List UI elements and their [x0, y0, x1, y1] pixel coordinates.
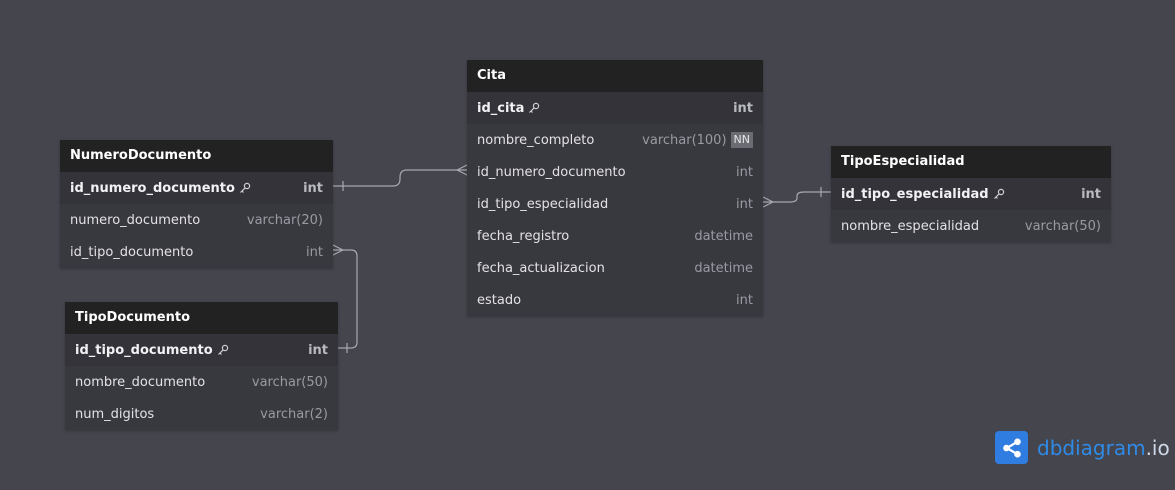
- many-marker: [332, 249, 344, 256]
- field-row[interactable]: id_tipo_documento int: [60, 236, 333, 268]
- field-type: varchar(50): [1024, 218, 1101, 234]
- table-header[interactable]: Cita: [467, 60, 763, 92]
- field-name-wrap: id_tipo_especialidad: [841, 187, 1005, 202]
- field-name: nombre_especialidad: [841, 218, 980, 234]
- many-marker: [332, 244, 344, 251]
- field-row[interactable]: nombre_especialidad varchar(50): [831, 210, 1111, 242]
- brand-name-suffix: .io: [1145, 435, 1170, 460]
- field-row[interactable]: id_tipo_especialidad int: [831, 178, 1111, 210]
- field-name: id_tipo_especialidad: [477, 196, 609, 212]
- field-row[interactable]: id_numero_documento int: [467, 156, 763, 188]
- many-marker: [456, 164, 468, 171]
- field-type: int: [1081, 186, 1101, 202]
- brand-watermark[interactable]: dbdiagram.io: [995, 431, 1170, 464]
- field-name: nombre_completo: [477, 132, 595, 148]
- field-name: fecha_registro: [477, 228, 570, 244]
- share-nodes-icon: [995, 431, 1028, 464]
- field-name: estado: [477, 292, 522, 308]
- field-row[interactable]: num_digitos varchar(2): [65, 398, 338, 430]
- table-numero-documento[interactable]: NumeroDocumento id_numero_documento int …: [60, 140, 333, 268]
- field-type-wrap: varchar(100) NN: [642, 132, 753, 148]
- field-name-wrap: id_cita: [477, 101, 540, 116]
- table-tipo-especialidad[interactable]: TipoEspecialidad id_tipo_especialidad in…: [831, 146, 1111, 242]
- field-name: id_tipo_documento: [70, 244, 194, 260]
- field-name: id_numero_documento: [477, 164, 626, 180]
- table-header[interactable]: TipoDocumento: [65, 302, 338, 334]
- table-cita[interactable]: Cita id_cita int nombre_completo varchar…: [467, 60, 763, 316]
- field-row[interactable]: id_tipo_documento int: [65, 334, 338, 366]
- field-type: int: [733, 100, 753, 116]
- not-null-badge: NN: [730, 132, 753, 148]
- brand-name-main: dbdiagram: [1037, 435, 1146, 460]
- brand-name: dbdiagram.io: [1037, 436, 1170, 460]
- table-tipo-documento[interactable]: TipoDocumento id_tipo_documento int nomb…: [65, 302, 338, 430]
- field-name: id_tipo_documento: [75, 342, 213, 358]
- connector-cita-tipo-especialidad[interactable]: [763, 191, 831, 203]
- field-type: int: [306, 244, 323, 260]
- field-name: id_numero_documento: [70, 180, 235, 196]
- table-header[interactable]: TipoEspecialidad: [831, 146, 1111, 178]
- key-icon: [240, 182, 251, 193]
- field-name: nombre_documento: [75, 374, 206, 390]
- field-name: id_tipo_especialidad: [841, 186, 989, 202]
- many-marker: [762, 201, 774, 208]
- field-name: numero_documento: [70, 212, 201, 228]
- field-row[interactable]: id_numero_documento int: [60, 172, 333, 204]
- field-type: int: [736, 292, 753, 308]
- table-header[interactable]: NumeroDocumento: [60, 140, 333, 172]
- field-type: datetime: [694, 228, 753, 244]
- field-type: int: [736, 196, 753, 212]
- field-type: datetime: [694, 260, 753, 276]
- field-type: varchar(50): [251, 374, 328, 390]
- field-name: num_digitos: [75, 406, 155, 422]
- field-row[interactable]: fecha_actualizacion datetime: [467, 252, 763, 284]
- field-name-wrap: id_tipo_documento: [75, 343, 229, 358]
- many-marker: [456, 169, 468, 176]
- field-type: varchar(100): [642, 132, 727, 148]
- field-row[interactable]: nombre_documento varchar(50): [65, 366, 338, 398]
- field-type: varchar(2): [260, 406, 328, 422]
- field-row[interactable]: numero_documento varchar(20): [60, 204, 333, 236]
- key-icon: [993, 188, 1004, 199]
- field-row[interactable]: fecha_registro datetime: [467, 220, 763, 252]
- key-icon: [217, 344, 228, 355]
- field-type: int: [303, 180, 323, 196]
- field-type: int: [308, 342, 328, 358]
- field-name: id_cita: [477, 100, 525, 116]
- field-row[interactable]: id_cita int: [467, 92, 763, 124]
- field-name-wrap: id_numero_documento: [70, 181, 251, 196]
- field-type: varchar(20): [246, 212, 323, 228]
- field-row[interactable]: nombre_completo varchar(100) NN: [467, 124, 763, 156]
- field-row[interactable]: id_tipo_especialidad int: [467, 188, 763, 220]
- field-row[interactable]: estado int: [467, 284, 763, 316]
- connector-numero-documento-tipo-documento[interactable]: [333, 249, 358, 349]
- field-type: int: [736, 164, 753, 180]
- many-marker: [762, 196, 774, 203]
- field-name: fecha_actualizacion: [477, 260, 605, 276]
- key-icon: [529, 102, 540, 113]
- connector-numero-documento-cita[interactable]: [333, 169, 467, 187]
